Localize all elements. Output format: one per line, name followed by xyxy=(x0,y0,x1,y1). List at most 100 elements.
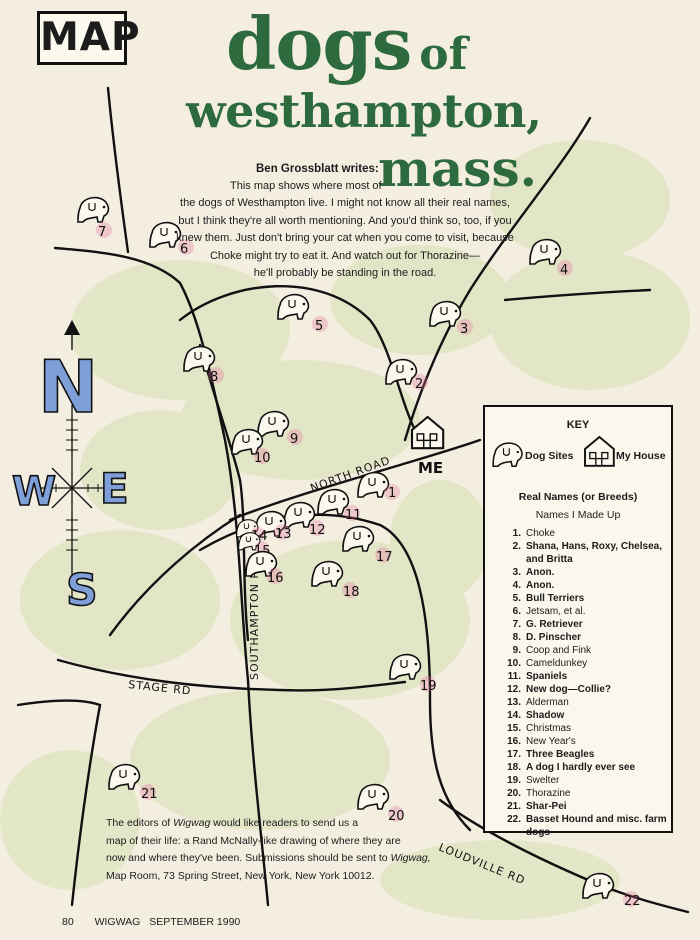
key-item-number: 5. xyxy=(512,593,521,604)
key-subtitle-real: Real Names (or Breeds) xyxy=(518,491,638,503)
section-label-box: MAP xyxy=(37,11,140,65)
page-number: 80 xyxy=(62,916,74,928)
svg-text:5: 5 xyxy=(315,319,323,334)
key-legend-house: My House xyxy=(616,450,666,462)
key-item: 16.New Year's xyxy=(499,735,669,748)
svg-text:16: 16 xyxy=(267,571,284,586)
key-item-number: 2. xyxy=(512,541,521,552)
title-line-2: westhampton, xyxy=(186,84,542,138)
key-item-number: 15. xyxy=(507,723,521,734)
key-legend-dog: Dog Sites xyxy=(525,450,574,462)
road-west-crossing xyxy=(53,246,270,907)
key-item-name: A dog I hardly ever see xyxy=(526,762,636,773)
key-item-number: 6. xyxy=(512,606,521,617)
key-item-number: 4. xyxy=(512,580,521,591)
dog-site: 12 xyxy=(283,501,326,538)
svg-text:11: 11 xyxy=(345,508,362,523)
key-item: 11. Spaniels xyxy=(499,670,669,683)
key-item: 21. Shar-Pei xyxy=(499,800,669,813)
key-item: 8.D. Pinscher xyxy=(499,631,669,644)
svg-text:3: 3 xyxy=(460,322,468,337)
svg-text:12: 12 xyxy=(309,523,326,538)
note-line: map of their life: a Rand McNally-like d… xyxy=(106,834,401,847)
page-footer: 80 WIGWAG SEPTEMBER 1990 xyxy=(62,916,240,928)
dog-site: 17 xyxy=(342,525,393,565)
key-item: 7. G. Retriever xyxy=(499,618,669,631)
note-line: now and where they've been. Submissions … xyxy=(106,852,431,864)
dog-site: 19 xyxy=(389,653,437,694)
intro-line: but I think they're all worth mentioning… xyxy=(178,214,512,227)
byline: Ben Grossblatt writes: xyxy=(256,163,379,175)
compass-s: S xyxy=(66,565,98,616)
intro-line: This map shows where most of xyxy=(230,180,382,192)
key-item-name: Spaniels xyxy=(526,671,568,682)
dog-site: 13 xyxy=(254,510,292,542)
key-item-number: 20. xyxy=(507,788,521,799)
key-item-number: 1. xyxy=(512,528,521,539)
key-item-name: Shadow xyxy=(526,710,565,721)
crayon-green-fill xyxy=(0,140,690,920)
key-item: 17.Three Beagles xyxy=(499,748,669,761)
key-item-number: 21. xyxy=(507,801,521,812)
key-item-name: Basset Hound and misc. farm dogs xyxy=(526,814,667,838)
road-southwest-corner xyxy=(16,699,102,907)
key-item: 18. A dog I hardly ever see xyxy=(499,761,669,774)
key-item-number: 7. xyxy=(512,619,521,630)
key-item-number: 11. xyxy=(507,671,521,682)
issue-date: SEPTEMBER 1990 xyxy=(149,916,241,928)
key-item-number: 10. xyxy=(507,658,521,669)
key-item-name: Shar-Pei xyxy=(526,801,567,812)
key-item-name: Christmas xyxy=(526,723,572,734)
key-item: 9.Coop and Fink xyxy=(499,644,669,657)
key-item-name: New Year's xyxy=(526,736,576,747)
submission-note: The editors of Wigwag would like readers… xyxy=(106,815,431,885)
svg-text:18: 18 xyxy=(343,585,360,600)
dog-site: 22 xyxy=(582,872,641,909)
key-item: 13.Alderman xyxy=(499,696,669,709)
key-item-name: Three Beagles xyxy=(526,749,595,760)
intro-line: he'll probably be standing in the road. xyxy=(253,267,437,280)
dog-site: 5 xyxy=(277,293,328,334)
road-north-east xyxy=(403,116,592,442)
map-key: KEY Dog Sites My House Real Names (or Br… xyxy=(483,405,673,838)
key-item-number: 13. xyxy=(507,697,521,708)
svg-text:19: 19 xyxy=(420,679,437,694)
key-item-number: 18. xyxy=(507,762,521,773)
dog-site: 16 xyxy=(245,550,284,586)
compass-w: W xyxy=(12,469,56,515)
key-subtitle-made: Names I Made Up xyxy=(535,509,621,521)
key-item-number: 12. xyxy=(507,684,521,695)
key-item-number: 9. xyxy=(512,645,521,656)
home-site: ME xyxy=(410,415,445,477)
key-item-name: New dog—Collie? xyxy=(526,684,611,695)
section-label: MAP xyxy=(40,15,141,60)
road-label-southampton: SOUTHAMPTON RD xyxy=(248,560,261,680)
svg-text:13: 13 xyxy=(275,527,292,542)
dog-site: 9 xyxy=(257,410,303,447)
compass-e: E xyxy=(100,464,129,513)
key-item: 20.Thorazine xyxy=(499,787,669,800)
key-item: 3.Anon. xyxy=(499,566,669,579)
svg-text:20: 20 xyxy=(388,809,405,824)
svg-text:22: 22 xyxy=(624,894,641,909)
svg-text:9: 9 xyxy=(290,432,298,447)
road-east-branch xyxy=(503,288,652,302)
title-line-3: mass. xyxy=(378,139,538,198)
compass-n: N xyxy=(38,345,98,429)
key-item: 22.Basset Hound and misc. farm dogs xyxy=(499,813,669,839)
dog-site: 7 xyxy=(77,196,112,240)
key-item: 2.Shana, Hans, Roxy, Chelsea, and Britta xyxy=(499,540,669,566)
key-item: 6.Jetsam, et al. xyxy=(499,605,669,618)
dog-site: 20 xyxy=(357,783,405,824)
key-item-name: G. Retriever xyxy=(526,619,583,630)
svg-text:21: 21 xyxy=(141,787,158,802)
dog-site: 2 xyxy=(385,358,428,392)
road-northwest xyxy=(106,86,130,254)
svg-text:1: 1 xyxy=(388,486,396,501)
key-item-number: 19. xyxy=(507,775,521,786)
key-item-number: 3. xyxy=(512,567,521,578)
key-item-number: 8. xyxy=(512,632,521,643)
